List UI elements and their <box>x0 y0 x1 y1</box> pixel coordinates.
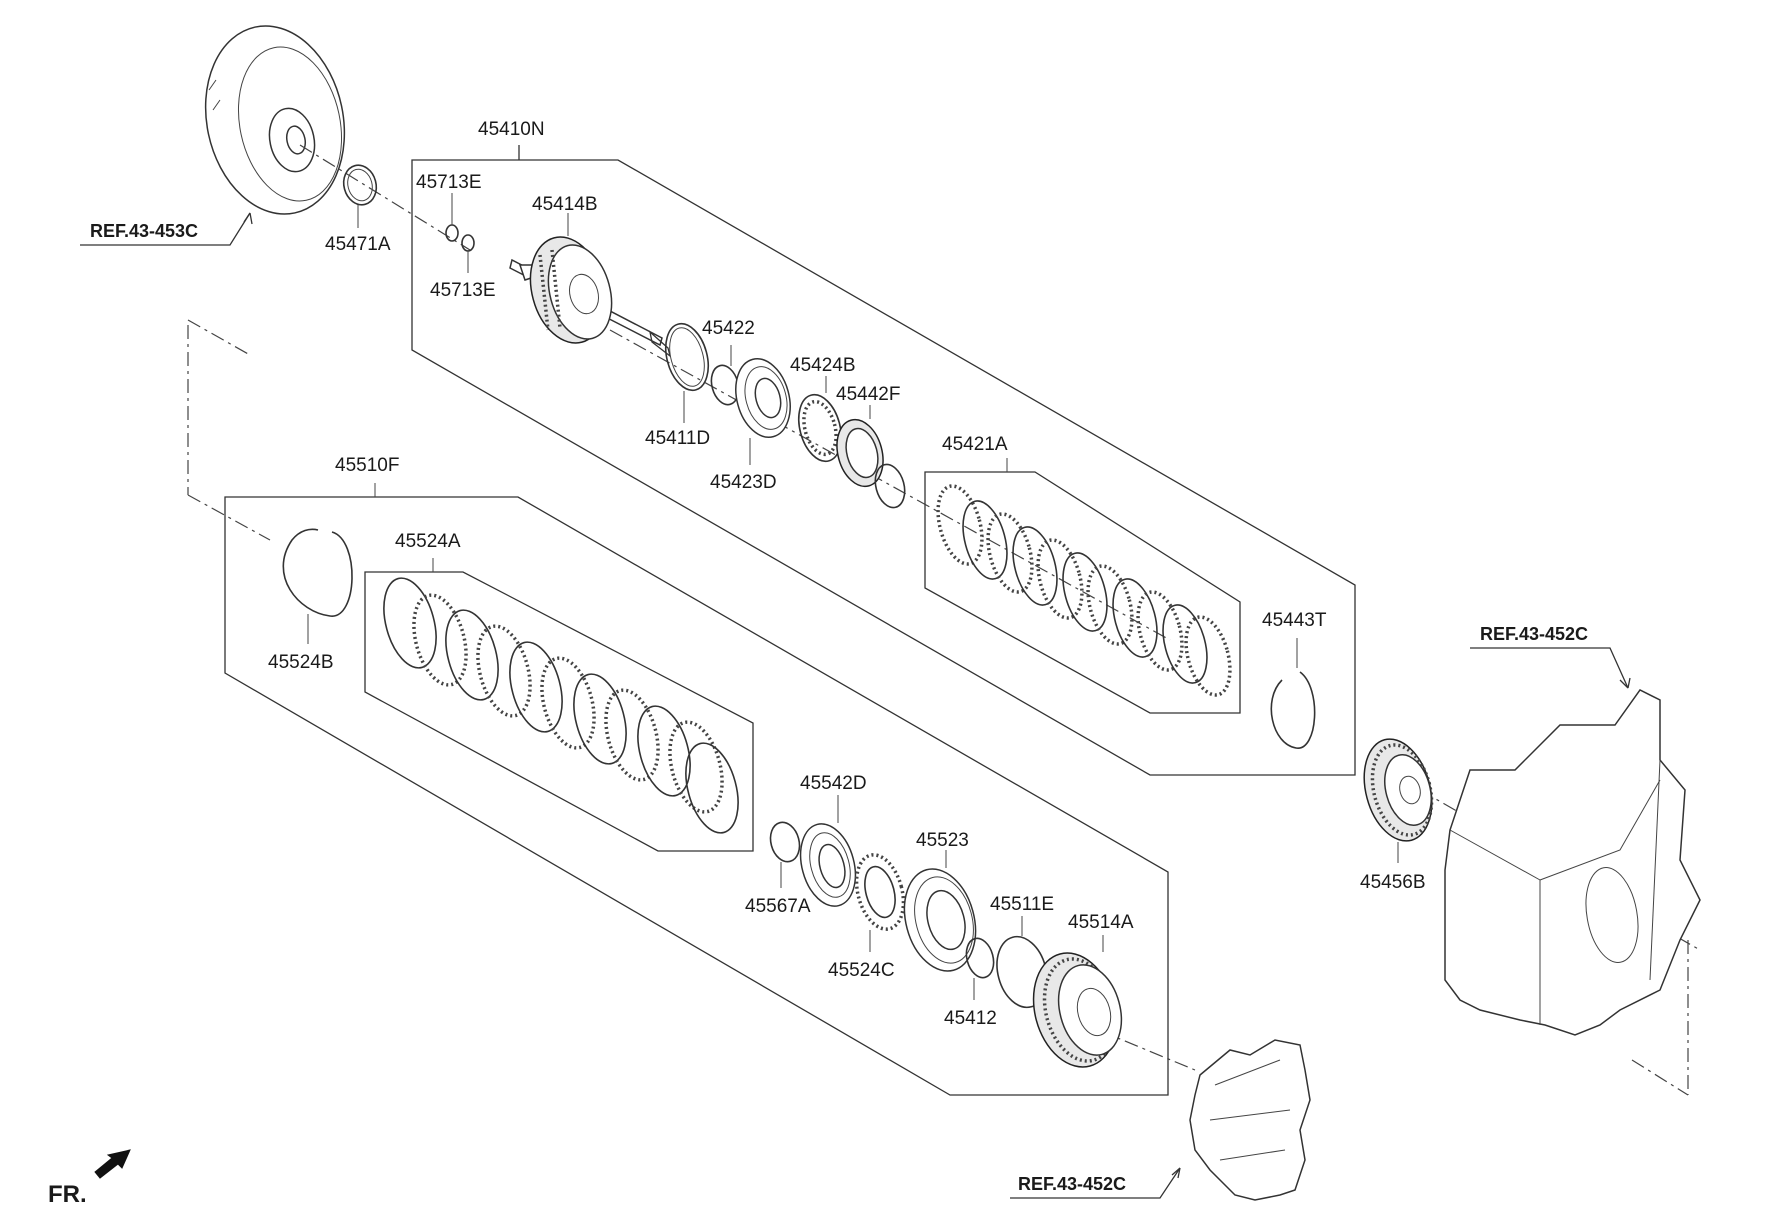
label-45567A: 45567A <box>745 896 811 917</box>
label-45411D: 45411D <box>645 428 710 449</box>
case-cover-bottom[interactable] <box>1189 1039 1311 1201</box>
label-45471A: 45471A <box>325 234 391 255</box>
ref-torque-converter[interactable]: REF.43-453C <box>90 221 198 241</box>
part-45443T[interactable] <box>1270 671 1316 749</box>
part-small-ring-upper[interactable] <box>871 461 909 511</box>
label-45442F: 45442F <box>836 384 900 405</box>
axis-line-left-vertical <box>187 319 271 541</box>
label-45510F: 45510F <box>335 455 399 476</box>
transmission-case[interactable] <box>1444 689 1701 1036</box>
torque-converter[interactable] <box>189 13 362 227</box>
label-45713E-lower: 45713E <box>430 280 496 301</box>
label-45423D: 45423D <box>710 472 777 493</box>
front-direction-arrow-icon <box>94 1149 131 1179</box>
label-45422: 45422 <box>702 318 755 339</box>
part-45524A-plates[interactable] <box>375 572 747 838</box>
axis-line-right <box>1419 789 1701 1096</box>
group-frame-45510F <box>224 496 1169 1096</box>
label-45524B: 45524B <box>268 652 334 673</box>
label-45421A: 45421A <box>942 434 1008 455</box>
part-45414B[interactable] <box>509 229 672 358</box>
label-45524C: 45524C <box>828 960 895 981</box>
group-frame-45421A <box>924 471 1241 714</box>
label-45412: 45412 <box>944 1008 997 1029</box>
label-45443T: 45443T <box>1262 610 1327 631</box>
part-45423D[interactable] <box>728 353 799 444</box>
part-45456B[interactable] <box>1354 731 1443 848</box>
front-direction-label: FR. <box>48 1181 87 1208</box>
label-45424B: 45424B <box>790 355 856 376</box>
part-45424B[interactable] <box>792 390 848 466</box>
part-45471A[interactable] <box>339 162 380 209</box>
part-45412[interactable] <box>962 935 997 980</box>
label-45414B: 45414B <box>532 194 598 215</box>
label-45542D: 45542D <box>800 773 867 794</box>
label-45514A: 45514A <box>1068 912 1134 933</box>
part-45442F[interactable] <box>830 414 890 491</box>
part-45411D[interactable] <box>659 319 715 395</box>
part-45524C[interactable] <box>849 850 911 935</box>
part-45542D[interactable] <box>792 818 864 913</box>
group-frame-45524A <box>364 571 754 852</box>
label-45523: 45523 <box>916 830 969 851</box>
label-45713E-upper: 45713E <box>416 172 482 193</box>
group-frame-45410N <box>411 159 1356 776</box>
part-45524B[interactable] <box>282 528 353 617</box>
axis-line-upper <box>299 144 1171 641</box>
label-45524A: 45524A <box>395 531 461 552</box>
label-45410N: 45410N <box>478 119 545 140</box>
part-45523[interactable] <box>894 861 987 979</box>
ref-case-top[interactable]: REF.43-452C <box>1480 624 1588 644</box>
label-45456B: 45456B <box>1360 872 1426 893</box>
part-45514A[interactable] <box>1021 944 1131 1077</box>
part-45421A-plates[interactable] <box>930 481 1237 700</box>
part-45567A[interactable] <box>766 819 803 865</box>
part-45713E-upper[interactable] <box>445 224 459 242</box>
ref-case-bottom[interactable]: REF.43-452C <box>1018 1174 1126 1194</box>
label-45511E: 45511E <box>990 894 1054 915</box>
